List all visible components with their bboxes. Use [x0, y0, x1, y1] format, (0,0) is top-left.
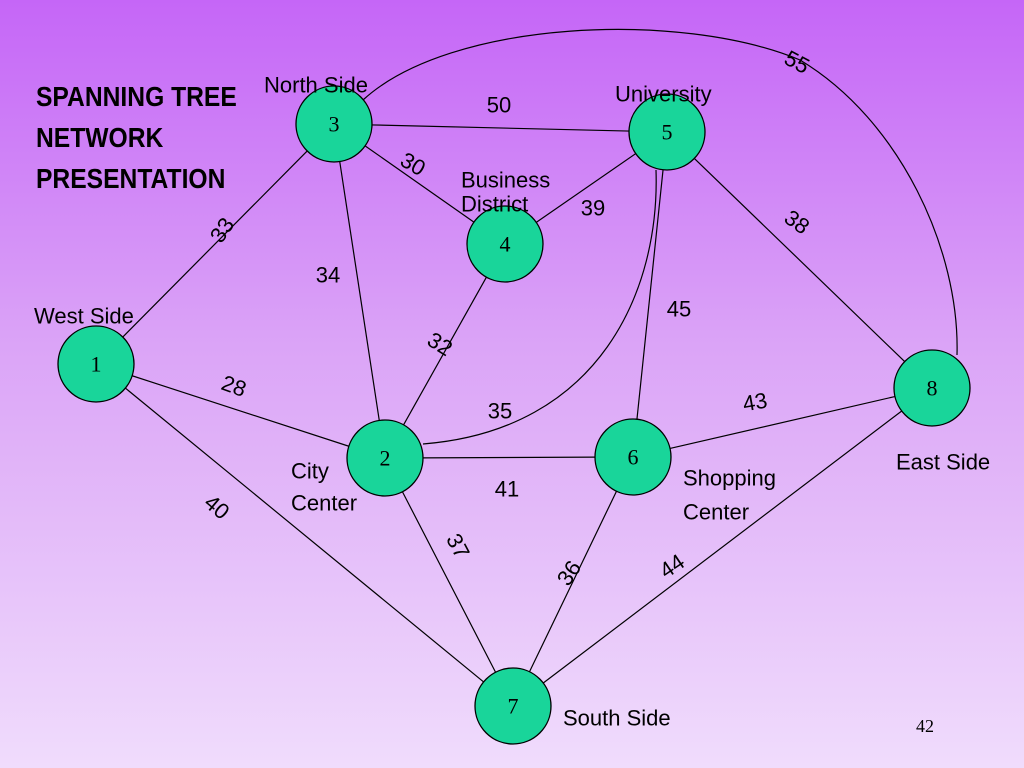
edge-4-2 — [403, 276, 487, 426]
edge-weight-2-7: 37 — [441, 529, 475, 562]
edge-6-7 — [528, 490, 618, 673]
edge-2-7 — [401, 491, 497, 673]
place-label-7-1: South Side — [563, 706, 671, 731]
edge-weight-4-2: 32 — [423, 327, 457, 361]
edge-3-2 — [339, 161, 380, 421]
edge-3-5 — [371, 124, 630, 132]
edge-weight-5-2: 35 — [488, 399, 512, 424]
node-circle-6 — [594, 418, 672, 496]
page-number: 42 — [916, 716, 934, 736]
edge-weight-3-2: 34 — [316, 263, 340, 288]
node-number-7: 7 — [508, 694, 519, 719]
edge-weight-8-7: 44 — [655, 549, 689, 583]
edge-3-4 — [364, 145, 475, 223]
edge-weight-5-8: 38 — [780, 205, 815, 240]
node-number-8: 8 — [927, 376, 938, 401]
edges-layer — [122, 28, 958, 684]
node-number-5: 5 — [662, 120, 673, 145]
node-1: 1 — [57, 325, 135, 403]
place-label-4-2: District — [461, 192, 528, 217]
place-label-1-1: West Side — [34, 304, 134, 329]
node-number-3: 3 — [329, 112, 340, 137]
place-label-5-1: University — [615, 82, 712, 107]
node-circle-4 — [466, 205, 544, 283]
edge-weight-6-8: 43 — [741, 388, 769, 417]
node-number-1: 1 — [91, 352, 102, 377]
edge-weight-2-6: 41 — [495, 477, 519, 502]
edge-weight-3-5: 50 — [487, 93, 511, 118]
edge-1-2 — [131, 375, 350, 447]
node-8: 8 — [893, 349, 971, 427]
node-2: 2 — [346, 419, 424, 497]
edge-weight-3-4: 30 — [396, 147, 430, 181]
place-label-6-1: Shopping — [683, 466, 776, 491]
node-circle-5 — [628, 93, 706, 171]
edge-weight-1-2: 28 — [218, 370, 250, 402]
edge-1-3 — [122, 150, 308, 338]
node-number-4: 4 — [500, 232, 511, 257]
edge-weight-6-7: 36 — [552, 556, 586, 590]
title-line-3: PRESENTATION — [36, 163, 226, 194]
edge-5-8 — [693, 157, 906, 363]
node-3: 3 — [295, 85, 373, 163]
place-label-6-2: Center — [683, 500, 749, 525]
edge-2-6 — [422, 456, 596, 459]
slide-title: SPANNING TREE NETWORK PRESENTATION — [36, 76, 237, 199]
place-label-4-1: Business — [461, 168, 550, 193]
edge-weight-3-8: 55 — [780, 45, 813, 79]
edge-8-7 — [542, 410, 903, 684]
node-6: 6 — [594, 418, 672, 496]
node-circle-8 — [893, 349, 971, 427]
node-7: 7 — [474, 667, 552, 745]
place-label-3-1: North Side — [264, 73, 368, 98]
node-5: 5 — [628, 93, 706, 171]
title-line-2: NETWORK — [36, 122, 164, 153]
title-line-1: SPANNING TREE — [36, 81, 237, 112]
node-circle-1 — [57, 325, 135, 403]
edge-weight-5-6: 45 — [667, 297, 691, 322]
edge-5-6 — [636, 169, 664, 420]
edge-1-7 — [125, 387, 484, 683]
edge-weight-1-7: 40 — [200, 490, 235, 525]
edge-5-2 — [422, 169, 657, 445]
node-number-6: 6 — [628, 445, 639, 470]
edge-3-8 — [362, 28, 958, 356]
edge-weight-4-5: 39 — [581, 196, 605, 221]
edge-6-8 — [669, 395, 896, 450]
node-number-2: 2 — [380, 446, 391, 471]
place-label-2-2: Center — [291, 491, 357, 516]
place-label-8-1: East Side — [896, 450, 990, 475]
edge-4-5 — [535, 153, 637, 223]
node-circle-2 — [346, 419, 424, 497]
node-circle-3 — [295, 85, 373, 163]
node-circle-7 — [474, 667, 552, 745]
edge-weight-1-3: 33 — [205, 213, 239, 247]
place-label-2-1: City — [291, 459, 329, 484]
node-4: 4 — [466, 205, 544, 283]
